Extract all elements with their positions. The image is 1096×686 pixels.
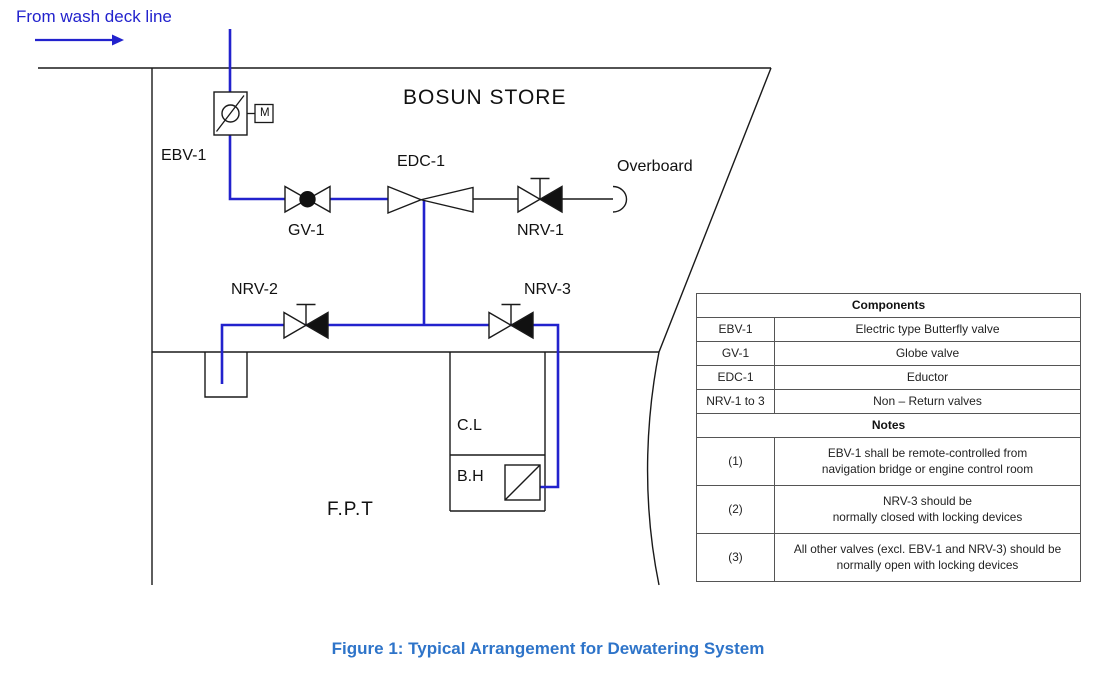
component-code: EBV-1 [696,317,775,342]
note-text-line: NRV-3 should be [883,493,972,508]
component-code: GV-1 [696,341,775,366]
nrv-2-valve-symbol [283,303,329,340]
cl-bh-compartment [449,352,546,512]
flow-arrow-icon [35,34,124,46]
notes-header-row: Notes [696,413,1081,438]
note-text-line: All other valves (excl. EBV-1 and NRV-3)… [793,541,1062,556]
suction-well [204,352,248,398]
components-header-row: Components [696,293,1081,318]
from-wash-deck-line-label: From wash deck line [16,7,172,26]
components-notes-table: Components EBV-1 Electric type Butterfly… [696,293,1081,582]
overboard-label: Overboard [617,158,693,175]
note-text-line: EBV-1 shall be remote-controlled from [827,445,1028,460]
component-desc: Globe valve [774,341,1081,366]
table-row: EDC-1 Eductor [696,365,1081,390]
fore-peak-tank-label: F.P.T [327,499,374,520]
ebv-1-valve-symbol [213,91,248,136]
nrv-2-label: NRV-2 [231,281,278,298]
notes-header: Notes [696,413,1081,438]
nrv-1-valve-symbol [517,177,563,214]
wash-deck-inlet-pipe [228,29,390,201]
note-text-line: normally closed with locking devices [832,509,1023,524]
motor-label: M [260,107,270,119]
bilge-hat-label: B.H [457,468,484,485]
component-desc: Eductor [774,365,1081,390]
ebv-1-label: EBV-1 [161,147,207,164]
overboard-discharge-icon [612,185,628,213]
gv-1-label: GV-1 [288,222,325,239]
component-desc: Non – Return valves [774,389,1081,414]
note-number: (3) [696,533,775,582]
note-number: (1) [696,437,775,486]
note-text-line: navigation bridge or engine control room [821,461,1034,476]
diagram-canvas [35,29,772,586]
table-row: NRV-1 to 3 Non – Return valves [696,389,1081,414]
table-row: (3) All other valves (excl. EBV-1 and NR… [696,533,1081,582]
note-number: (2) [696,485,775,534]
table-row: (1) EBV-1 shall be remote-controlled fro… [696,437,1081,486]
motor-actuator-icon [247,103,274,124]
nrv-3-valve-symbol [488,303,534,340]
table-row: EBV-1 Electric type Butterfly valve [696,317,1081,342]
bow-line [646,67,772,586]
component-desc: Electric type Butterfly valve [774,317,1081,342]
nrv-1-label: NRV-1 [517,222,564,239]
figure-caption: Figure 1: Typical Arrangement for Dewate… [331,639,765,658]
note-text: All other valves (excl. EBV-1 and NRV-3)… [774,533,1081,582]
components-header: Components [696,293,1081,318]
nrv-3-label: NRV-3 [524,281,571,298]
note-text: EBV-1 shall be remote-controlled from na… [774,437,1081,486]
gv-1-valve-symbol [284,185,331,214]
edc-1-label: EDC-1 [397,153,446,170]
component-code: EDC-1 [696,365,775,390]
bilge-suction-pipe [220,323,560,489]
note-text-line: normally open with locking devices [836,557,1019,572]
edc-1-eductor-symbol [387,185,474,215]
table-row: (2) NRV-3 should be normally closed with… [696,485,1081,534]
pipe-network [220,29,560,489]
bosun-store-label: BOSUN STORE [403,86,567,109]
note-text: NRV-3 should be normally closed with loc… [774,485,1081,534]
chain-locker-label: C.L [457,417,482,434]
component-code: NRV-1 to 3 [696,389,775,414]
table-row: GV-1 Globe valve [696,341,1081,366]
hull-outline [38,67,772,586]
bilge-well-icon [504,464,541,501]
